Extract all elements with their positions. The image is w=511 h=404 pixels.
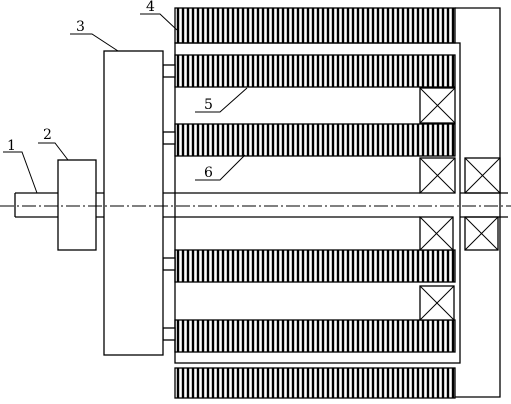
coil-band-bottom-middle — [174, 319, 456, 353]
coil-band-top-middle — [174, 54, 456, 88]
callout-4: 4 — [146, 0, 155, 15]
outer-housing — [455, 7, 501, 398]
callout-2: 2 — [43, 127, 52, 143]
connector-stub — [162, 327, 176, 341]
coil-band-bottom-inner — [174, 249, 456, 283]
coil-bands — [174, 7, 456, 399]
connector-stubs — [162, 64, 176, 341]
bearing-box — [419, 157, 456, 194]
bearing-box — [419, 87, 456, 124]
bearings — [419, 87, 501, 321]
callout-1: 1 — [7, 138, 16, 154]
bearing-box — [464, 216, 499, 251]
callout-6: 6 — [204, 165, 213, 181]
bearing-box — [419, 216, 454, 251]
coupling — [57, 159, 97, 251]
callout-3: 3 — [76, 19, 85, 35]
coil-band-top-inner — [174, 123, 456, 157]
callout-leaders — [3, 13, 248, 194]
disk — [103, 50, 164, 356]
bearing-box — [419, 285, 455, 321]
connector-stub — [162, 257, 176, 271]
connector-stub — [162, 64, 176, 78]
coil-band-bottom-outer — [174, 367, 456, 399]
inner-frame — [174, 42, 461, 364]
bearing-box — [464, 157, 501, 194]
coil-band-top-outer — [174, 7, 456, 44]
connector-stub — [162, 131, 176, 145]
callout-5: 5 — [204, 97, 213, 113]
